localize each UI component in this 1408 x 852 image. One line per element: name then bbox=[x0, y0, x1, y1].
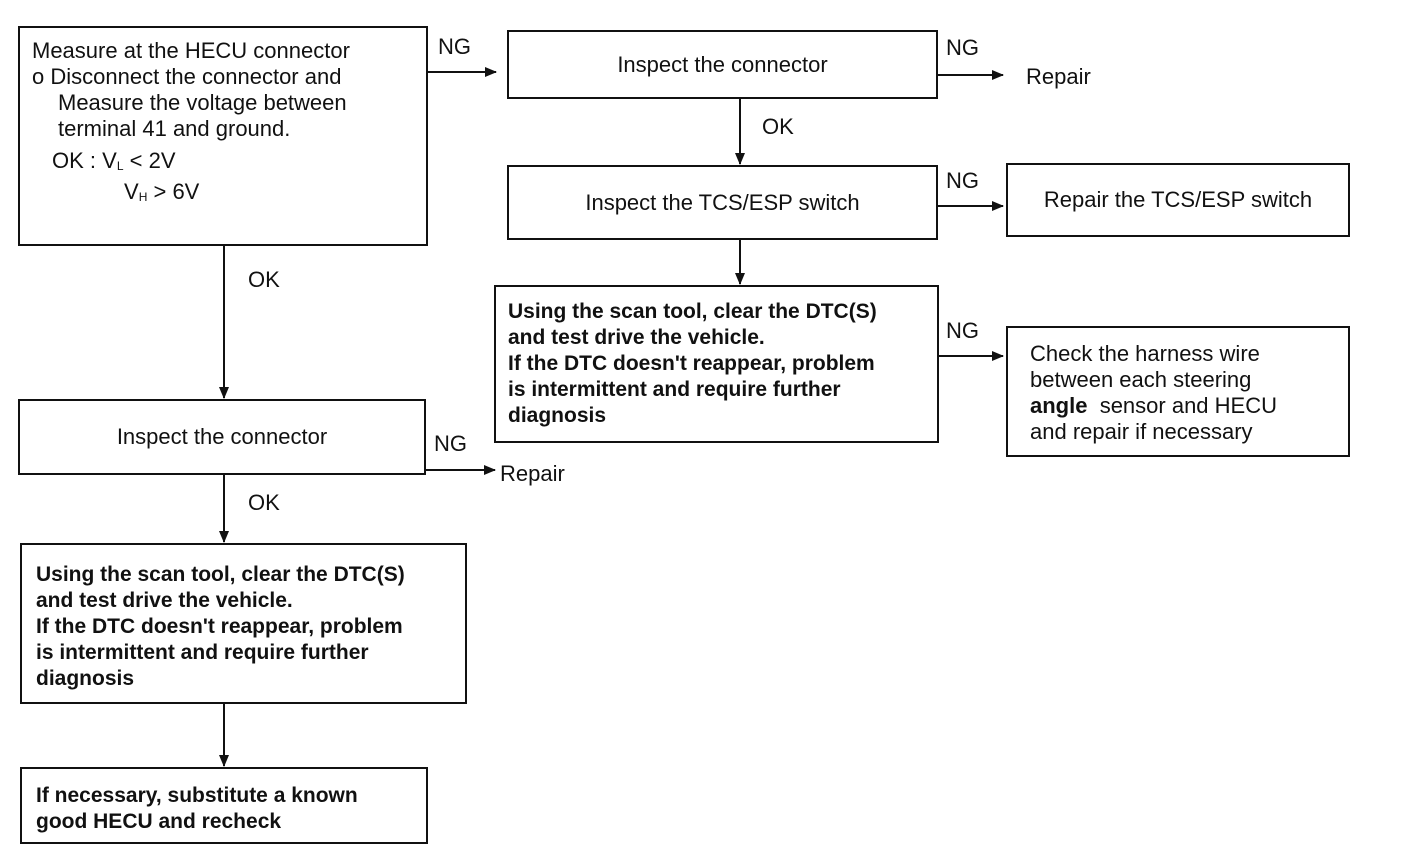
measure-vl-main: V bbox=[102, 148, 117, 173]
repair-switch-text: Repair the TCS/ESP switch bbox=[1043, 187, 1313, 212]
scan-tool-left-box: Using the scan tool, clear the DTC(S) an… bbox=[20, 543, 467, 704]
substitute-line-2: good HECU and recheck bbox=[36, 810, 282, 833]
measure-vh-rest: > 6V bbox=[153, 179, 200, 204]
inspect-connector-left-text: Inspect the connector bbox=[116, 424, 328, 449]
measure-bullet-line: o Disconnect the connector and bbox=[32, 64, 426, 90]
label-repair-left: Repair bbox=[500, 461, 565, 486]
inspect-switch-box: Inspect the TCS/ESP switch bbox=[507, 165, 938, 240]
substitute-line-1: If necessary, substitute a known bbox=[36, 784, 358, 807]
measure-title: Measure at the HECU connector bbox=[32, 38, 350, 63]
label-ok-connector-top: OK bbox=[762, 114, 794, 139]
label-ng-connector-top: NG bbox=[946, 35, 979, 60]
measure-vl-sub: L bbox=[116, 159, 124, 173]
label-ok-measure: OK bbox=[248, 267, 280, 292]
inspect-connector-left-box: Inspect the connector bbox=[18, 399, 426, 475]
scan-right-line-2: and test drive the vehicle. bbox=[508, 326, 765, 349]
measure-hecu-box: Measure at the HECU connector o Disconne… bbox=[18, 26, 428, 246]
scan-tool-right-box: Using the scan tool, clear the DTC(S) an… bbox=[494, 285, 939, 443]
label-ng-measure: NG bbox=[438, 34, 471, 59]
label-ok-connector-left: OK bbox=[248, 490, 280, 515]
measure-line2: Disconnect the connector and bbox=[50, 64, 342, 89]
measure-bullet: o bbox=[32, 64, 45, 89]
measure-vh-sub: H bbox=[138, 190, 148, 204]
label-repair-top: Repair bbox=[1026, 64, 1091, 89]
check-harness-box: Check the harness wire between each stee… bbox=[1006, 326, 1350, 457]
scan-right-line-3: If the DTC doesn't reappear, problem bbox=[508, 352, 875, 375]
inspect-connector-top-box: Inspect the connector bbox=[507, 30, 938, 99]
harness-line-2: between each steering bbox=[1030, 367, 1252, 392]
measure-ok-prefix: OK : bbox=[52, 148, 97, 173]
measure-vl-rest: < 2V bbox=[129, 148, 176, 173]
scan-right-line-5: diagnosis bbox=[508, 404, 607, 427]
label-ng-connector-left: NG bbox=[434, 431, 467, 456]
measure-line4: terminal 41 and ground. bbox=[58, 116, 291, 141]
label-ng-scan-right: NG bbox=[946, 318, 979, 343]
measure-line3: Measure the voltage between bbox=[58, 90, 347, 115]
scan-left-line-2: and test drive the vehicle. bbox=[36, 589, 293, 612]
scan-left-line-4: is intermittent and require further bbox=[36, 641, 369, 664]
harness-line-1: Check the harness wire bbox=[1030, 341, 1260, 366]
inspect-switch-text: Inspect the TCS/ESP switch bbox=[585, 189, 860, 215]
inspect-connector-top-text: Inspect the connector bbox=[617, 51, 828, 77]
scan-left-line-1: Using the scan tool, clear the DTC(S) bbox=[36, 563, 405, 586]
substitute-hecu-box: If necessary, substitute a known good HE… bbox=[20, 767, 428, 844]
scan-left-line-3: If the DTC doesn't reappear, problem bbox=[36, 615, 403, 638]
measure-vh: VH > 6V bbox=[32, 179, 426, 210]
harness-line-4: and repair if necessary bbox=[1030, 419, 1253, 444]
measure-ok-vl: OK : VL < 2V bbox=[32, 148, 426, 179]
harness-line-3-bold: angle bbox=[1030, 393, 1088, 418]
harness-line-3: angle sensor and HECU bbox=[1030, 393, 1348, 419]
scan-right-line-4: is intermittent and require further bbox=[508, 378, 841, 401]
scan-left-line-5: diagnosis bbox=[36, 667, 135, 690]
label-ng-switch: NG bbox=[946, 168, 979, 193]
scan-right-line-1: Using the scan tool, clear the DTC(S) bbox=[508, 300, 877, 323]
harness-line-3-rest: sensor and HECU bbox=[1087, 393, 1277, 418]
measure-vh-main: V bbox=[124, 179, 139, 204]
repair-switch-box: Repair the TCS/ESP switch bbox=[1006, 163, 1350, 237]
